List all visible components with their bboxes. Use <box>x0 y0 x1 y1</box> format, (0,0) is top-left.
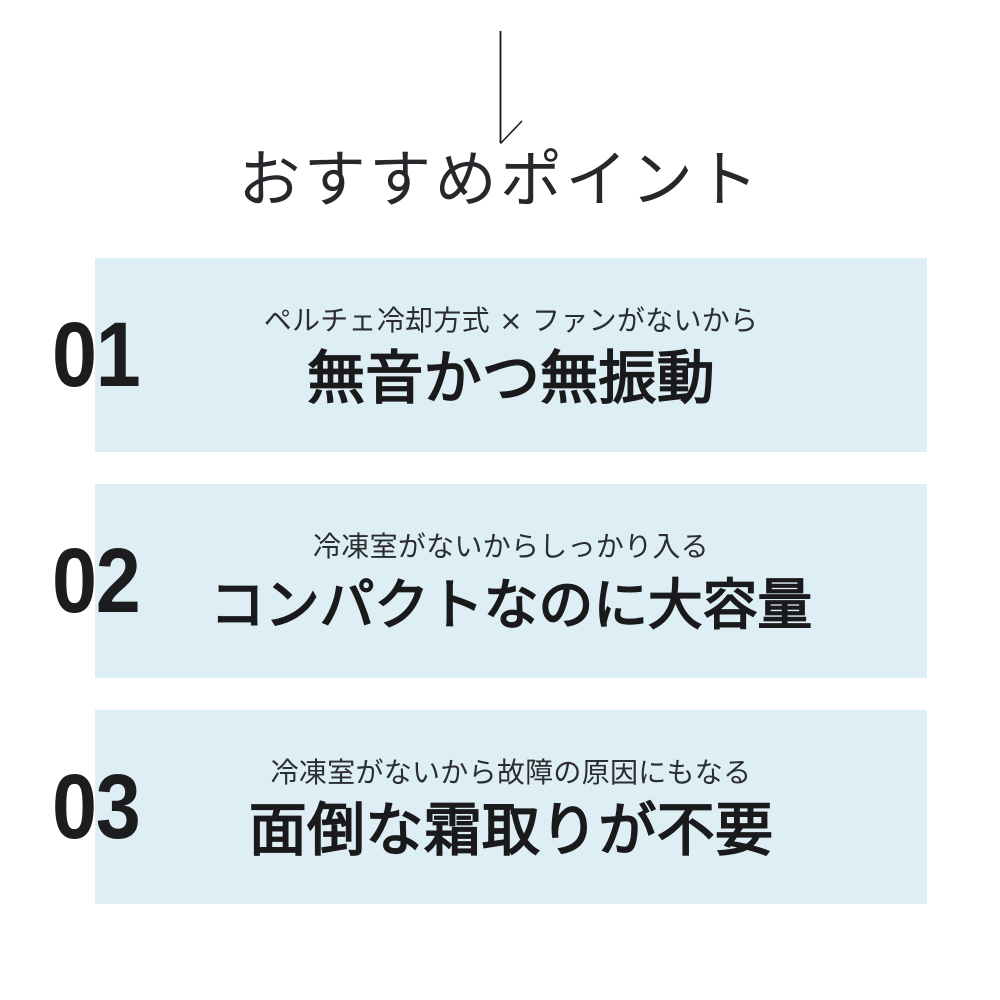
list-item: 01 ペルチェ冷却方式 × ファンがないから 無音かつ無振動 <box>0 258 1000 452</box>
card-background <box>95 258 927 452</box>
card-number: 03 <box>52 756 141 858</box>
card-content: 冷凍室がないからしっかり入る コンパクトなのに大容量 <box>95 484 927 678</box>
list-item: 03 冷凍室がないから故障の原因にもなる 面倒な霜取りが不要 <box>0 710 1000 904</box>
card-headline: コンパクトなのに大容量 <box>210 574 812 636</box>
card-content: ペルチェ冷却方式 × ファンがないから 無音かつ無振動 <box>95 258 927 452</box>
card-headline: 無音かつ無振動 <box>306 346 716 411</box>
points-list: 01 ペルチェ冷却方式 × ファンがないから 無音かつ無振動 02 冷凍室がない… <box>0 258 1000 904</box>
card-number: 02 <box>52 530 141 632</box>
card-number: 01 <box>52 304 141 406</box>
card-subtitle: 冷凍室がないからしっかり入る <box>313 530 709 563</box>
card-background <box>95 484 927 678</box>
card-background <box>95 710 927 904</box>
card-headline: 面倒な霜取りが不要 <box>248 798 774 863</box>
list-item: 02 冷凍室がないからしっかり入る コンパクトなのに大容量 <box>0 484 1000 678</box>
card-content: 冷凍室がないから故障の原因にもなる 面倒な霜取りが不要 <box>95 710 927 904</box>
down-arrow-icon <box>470 30 540 155</box>
card-subtitle: ペルチェ冷却方式 × ファンがないから <box>263 304 759 337</box>
card-subtitle: 冷凍室がないから故障の原因にもなる <box>270 756 752 789</box>
page-title: おすすめポイント <box>238 143 762 216</box>
